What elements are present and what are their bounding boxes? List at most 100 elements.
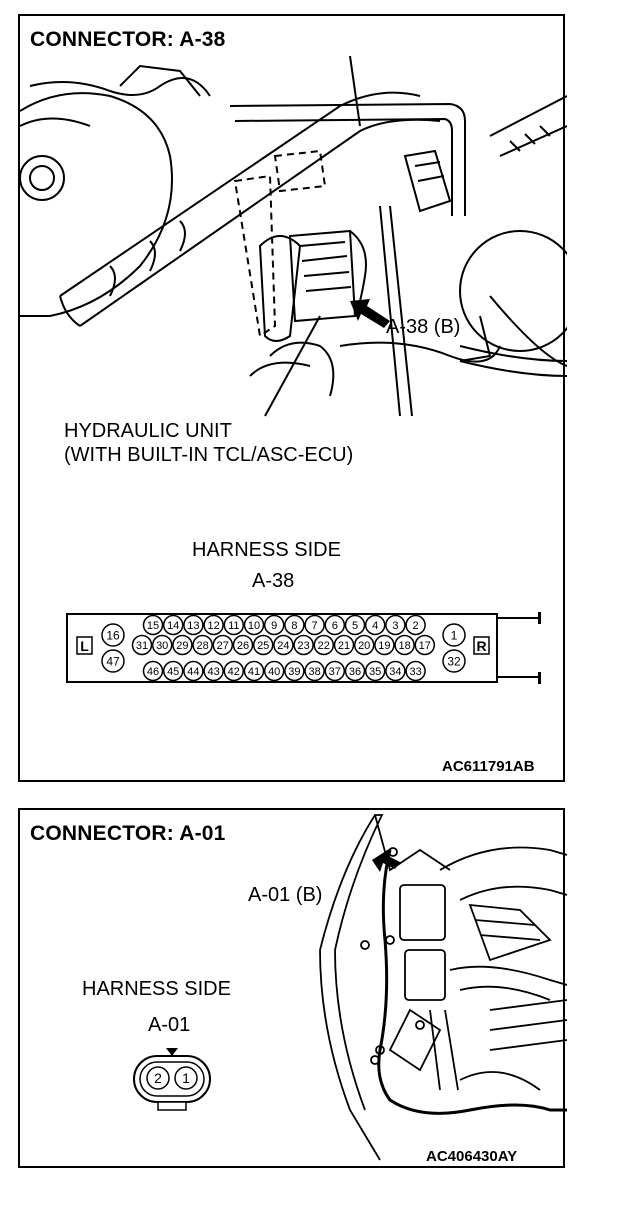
connector-pin: 47: [101, 649, 125, 673]
pin-number: 7: [312, 620, 318, 632]
left-marker: L: [80, 638, 89, 654]
connector-id-label: A-38: [252, 570, 295, 592]
hydraulic-unit-label: HYDRAULIC UNIT: [64, 420, 232, 442]
figure-code: AC406430AY: [426, 1148, 518, 1165]
connector-pin: 37: [324, 660, 346, 682]
pin-number: 24: [277, 640, 289, 652]
connector-pin: 12: [203, 614, 224, 636]
pin-number: 2: [154, 1070, 162, 1086]
pin-number: 14: [167, 620, 179, 632]
connector-pin: 46: [142, 660, 164, 682]
pin-number: 16: [106, 628, 120, 642]
connector-latch: [157, 1101, 187, 1111]
connector-pin: 39: [284, 660, 305, 682]
connector-a01-panel: CONNECTOR: A-01: [18, 808, 567, 1168]
connector-pin: 28: [192, 634, 213, 656]
connector-pin: 42: [223, 660, 245, 682]
pin-number: 40: [268, 666, 280, 678]
pin-number: 34: [389, 666, 401, 678]
pin-number: 18: [398, 640, 410, 652]
connector-pin: 11: [223, 614, 245, 636]
pin-number: 32: [447, 654, 461, 668]
connector-pin: 30: [151, 634, 173, 656]
pin-number: 46: [147, 666, 159, 678]
figure-code: AC611791AB: [442, 758, 535, 775]
pin-number: 17: [419, 640, 431, 652]
connector-pin: 43: [203, 660, 224, 682]
connector-pin: 19: [374, 634, 395, 656]
callout-arrow-icon: [350, 299, 390, 328]
pin-number: 21: [338, 640, 350, 652]
pin-number: 39: [288, 666, 300, 678]
pin-number: 30: [156, 640, 168, 652]
pin-number: 43: [207, 666, 219, 678]
pin-number: 26: [237, 640, 249, 652]
pin-number: 22: [318, 640, 330, 652]
pin-number: 31: [136, 640, 148, 652]
callout-arrow-icon: [372, 847, 400, 872]
connector-pin: 22: [313, 634, 335, 656]
connector-pin: 23: [293, 634, 314, 656]
connector-pin: 16: [101, 623, 125, 647]
connector-pin: 44: [183, 660, 204, 682]
pin-number: 35: [369, 666, 381, 678]
connector-housing: [133, 1055, 211, 1103]
pin-number: 37: [329, 666, 341, 678]
connector-pin: 34: [385, 660, 406, 682]
pin-number: 20: [358, 640, 370, 652]
connector-pin: 4: [364, 614, 386, 636]
connector-pin: 9: [263, 614, 285, 636]
connector-pin: 8: [284, 614, 305, 636]
pin-number: 9: [271, 620, 277, 632]
connector-pin: 35: [364, 660, 386, 682]
connector-pin: 15: [142, 614, 164, 636]
connector-pin: 24: [273, 634, 294, 656]
connector-pin: 18: [394, 634, 415, 656]
pin-number: 38: [308, 666, 320, 678]
callout-label-a01: A-01 (B): [248, 884, 323, 906]
harness-side-label: HARNESS SIDE: [82, 978, 231, 1000]
connector-pin: 5: [344, 614, 366, 636]
pin-number: 11: [228, 620, 239, 632]
pin-number: 23: [297, 640, 309, 652]
connector-pin: 29: [172, 634, 193, 656]
latch-tab: [538, 612, 541, 624]
connector-pin: 38: [304, 660, 325, 682]
connector-pin: 20: [353, 634, 375, 656]
connector-pin: 36: [344, 660, 366, 682]
pin-number: 3: [392, 620, 398, 632]
connector-id-label: A-01: [148, 1014, 191, 1036]
connector-pin: 31: [131, 634, 153, 656]
connector-pin: 27: [212, 634, 234, 656]
pin-number: 8: [291, 620, 297, 632]
pin-number: 47: [106, 654, 120, 668]
pin-number: 19: [378, 640, 390, 652]
connector-pin: 2: [405, 614, 426, 636]
connector-pin: 26: [232, 634, 254, 656]
key-indicator-icon: [166, 1048, 178, 1056]
connector-pin: 33: [405, 660, 426, 682]
panel-title: CONNECTOR: A-01: [30, 822, 226, 845]
connector-pin: 41: [243, 660, 265, 682]
connector-pin: 25: [252, 634, 274, 656]
pin-number: 2: [413, 620, 419, 632]
pin-number: 45: [167, 666, 179, 678]
left-marker-box: [76, 636, 93, 655]
harness-side-label: HARNESS SIDE: [192, 539, 341, 561]
pin-number: 12: [207, 620, 219, 632]
pin-number: 1: [451, 628, 458, 642]
connector-inner-rim: [139, 1061, 205, 1097]
connector-latch: [497, 617, 538, 678]
hydraulic-unit-sublabel: (WITH BUILT-IN TCL/ASC-ECU): [64, 444, 354, 466]
pin-number: 6: [332, 620, 338, 632]
callout-label-a38: A-38 (B): [386, 316, 461, 338]
pin-number: 10: [248, 620, 260, 632]
connector-pin: 2: [146, 1066, 170, 1090]
connector-pin: 40: [263, 660, 285, 682]
connector-pin: 14: [162, 614, 184, 636]
pin-number: 41: [248, 666, 260, 678]
pin-number: 27: [217, 640, 229, 652]
pin-number: 33: [409, 666, 421, 678]
